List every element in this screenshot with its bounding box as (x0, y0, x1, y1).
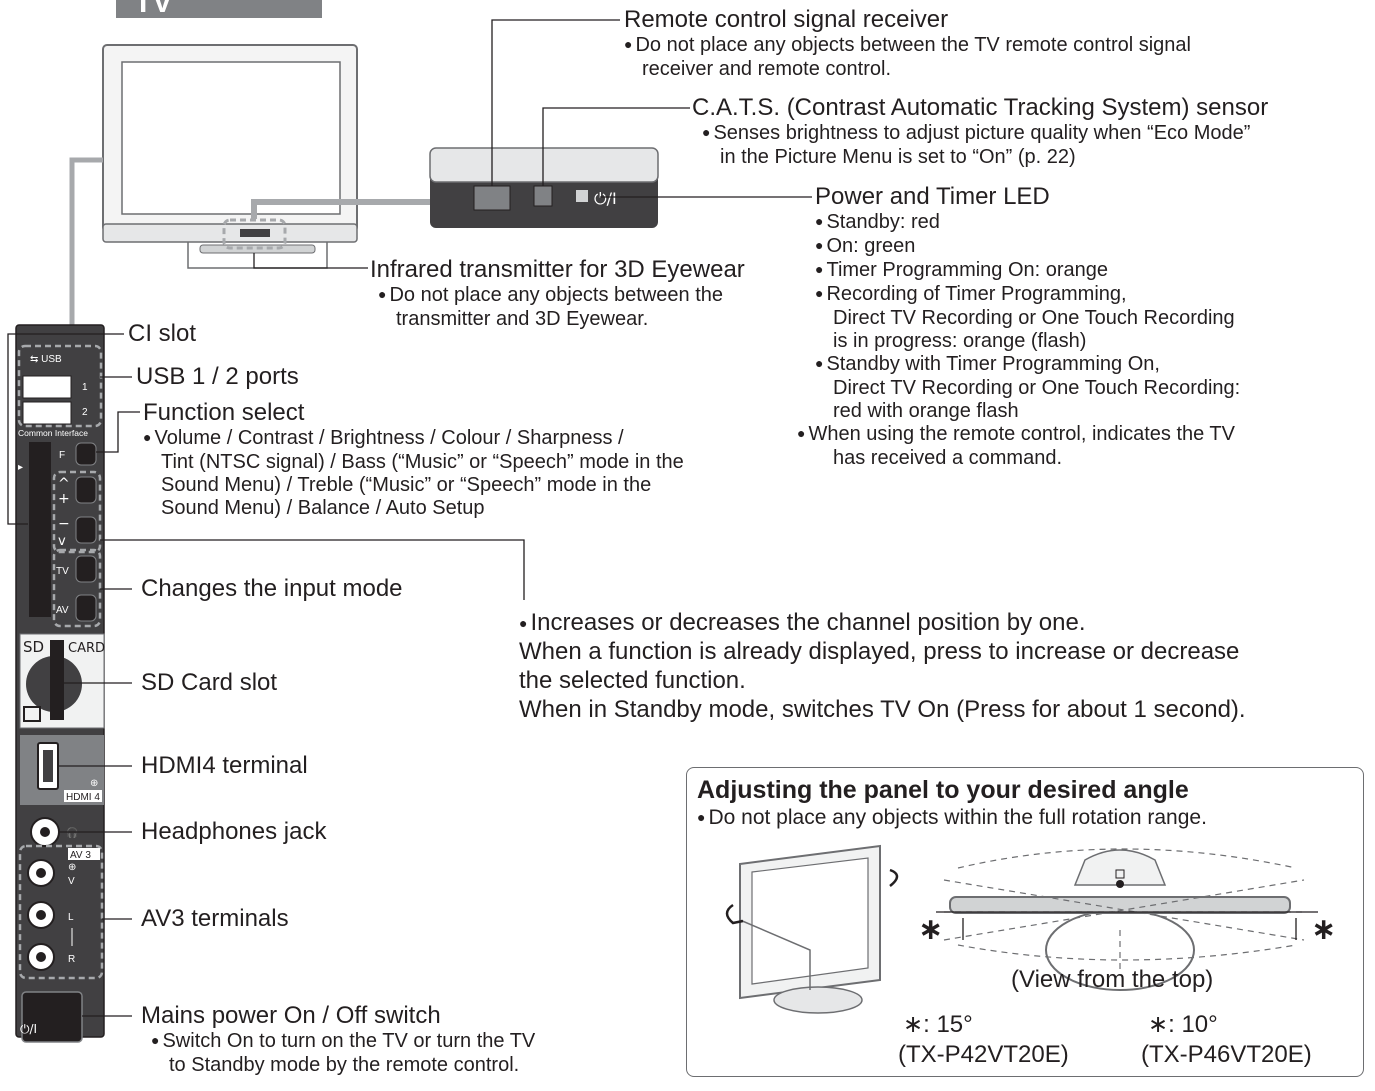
channel-description: Increases or decreases the channel posit… (519, 608, 1085, 640)
tv-front-illustration (102, 44, 358, 269)
svg-text:⊕: ⊕ (68, 862, 76, 873)
angle-adjust-box (686, 767, 1364, 1077)
angle-illustration (725, 844, 1318, 1014)
svg-text:v: v (58, 534, 66, 549)
angle-42-label: ∗: 15° (903, 1011, 973, 1038)
svg-text:^: ^ (58, 476, 70, 492)
cats-sensor-label: C.A.T.S. (Contrast Automatic Tracking Sy… (692, 94, 1268, 169)
asterisk-right: ∗ (1311, 913, 1337, 946)
svg-text:▸: ▸ (18, 462, 23, 473)
svg-text:R: R (68, 954, 75, 965)
header-tab-label: TV (134, 0, 173, 19)
channel-description-2: When a function is already displayed, pr… (519, 638, 1240, 665)
svg-text:TV: TV (56, 566, 69, 577)
angle-box-note: Do not place any objects within the full… (697, 806, 1206, 831)
svg-text:AV: AV (56, 605, 69, 616)
ci-slot-label: CI slot (128, 320, 197, 347)
front-sensor-closeup: ⏻/I (429, 147, 659, 228)
svg-text:SD: SD (23, 638, 44, 656)
svg-text:AV 3: AV 3 (70, 850, 91, 861)
side-panel-illustration: ⇆ USB 1 2 Common Interface ▸ F ^ + − v T… (15, 324, 105, 1043)
model-46-label: (TX-P46VT20E) (1141, 1041, 1312, 1068)
mains-switch-label: Mains power On / Off switch Switch On to… (141, 1002, 535, 1077)
remote-receiver-label: Remote control signal receiver Do not pl… (624, 6, 1191, 81)
channel-description-3: the selected function. (519, 667, 746, 694)
view-from-top-label: (View from the top) (1011, 966, 1214, 993)
svg-text:V: V (68, 876, 75, 887)
headphones-label: Headphones jack (141, 818, 327, 845)
svg-text:⏻/I: ⏻/I (594, 189, 617, 208)
asterisk-left: ∗ (918, 913, 944, 946)
svg-text:L: L (68, 912, 74, 923)
svg-text:CARD: CARD (68, 641, 105, 656)
input-mode-label: Changes the input mode (141, 575, 403, 602)
svg-text:−: − (58, 516, 70, 532)
av3-label: AV3 terminals (141, 905, 289, 932)
svg-text:1: 1 (82, 382, 88, 393)
function-select-label: Function select Volume / Contrast / Brig… (143, 399, 684, 520)
svg-text:⏻/I: ⏻/I (20, 1022, 37, 1036)
svg-text:HDMI 4: HDMI 4 (66, 792, 100, 803)
svg-text:Common Interface: Common Interface (18, 428, 88, 438)
svg-text:F: F (59, 450, 65, 461)
svg-text:⊕: ⊕ (90, 778, 98, 789)
hdmi4-label: HDMI4 terminal (141, 752, 308, 779)
usb-ports-label: USB 1 / 2 ports (136, 363, 299, 390)
svg-text:2: 2 (82, 407, 88, 418)
power-led-label: Power and Timer LED Standby: red On: gre… (808, 183, 1240, 470)
infrared-label: Infrared transmitter for 3D Eyewear Do n… (370, 256, 745, 331)
angle-46-label: ∗: 10° (1148, 1011, 1218, 1038)
usb-marking: ⇆ USB (30, 354, 62, 365)
channel-description-4: When in Standby mode, switches TV On (Pr… (519, 696, 1246, 723)
angle-box-title: Adjusting the panel to your desired angl… (697, 776, 1189, 804)
sd-slot-label: SD Card slot (141, 669, 278, 696)
header-tab-bg (116, 0, 322, 18)
svg-text:+: + (58, 491, 70, 507)
model-42-label: (TX-P42VT20E) (898, 1041, 1069, 1068)
